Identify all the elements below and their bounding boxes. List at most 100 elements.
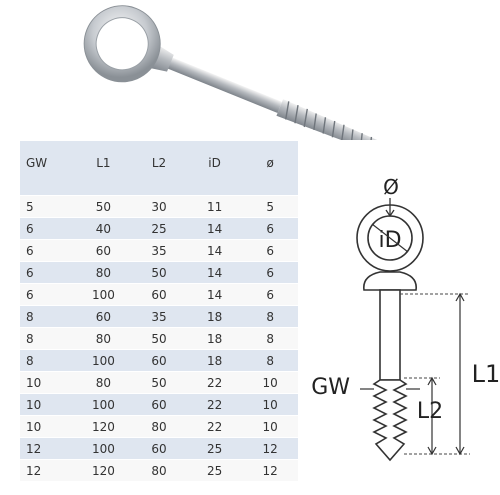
inner-diameter-arrow [371,223,409,253]
header-gw: GW [20,141,76,196]
collar [363,271,417,291]
cell-l2: 50 [131,327,187,350]
cell-l1: 80 [75,327,132,350]
cell-gw: 12 [20,459,76,482]
cell-l1: 80 [75,261,132,284]
cell-gw: 5 [20,195,76,218]
cell-id: 22 [186,415,243,438]
cell-id: 18 [186,349,243,372]
cell-diameter: 10 [242,415,298,438]
shank [379,289,401,381]
table-header-row: GW L1 L2 iD ø [20,141,298,196]
cell-l2: 25 [131,217,187,240]
table-row: 6 60 35 14 6 [20,239,298,262]
cell-l1: 100 [75,393,132,416]
cell-l2: 60 [131,283,187,306]
cell-diameter: 6 [242,217,298,240]
cell-gw: 8 [20,349,76,372]
cell-diameter: 6 [242,239,298,262]
table-row: 6 40 25 14 6 [20,217,298,240]
cell-gw: 10 [20,415,76,438]
table-row: 12 100 60 25 12 [20,437,298,460]
cell-diameter: 10 [242,393,298,416]
header-l2: L2 [131,141,187,196]
cell-gw: 6 [20,239,76,262]
table-row: 10 80 50 22 10 [20,371,298,394]
cell-l1: 50 [75,195,132,218]
cell-id: 25 [186,437,243,460]
cell-l1: 60 [75,239,132,262]
header-id: iD [186,141,243,196]
diameter-label: Ø [383,175,399,199]
cell-id: 11 [186,195,243,218]
cell-gw: 12 [20,437,76,460]
arrow-head [455,446,465,456]
cell-id: 25 [186,459,243,482]
table-row: 5 50 30 11 5 [20,195,298,218]
cell-id: 14 [186,261,243,284]
cell-id: 22 [186,393,243,416]
spec-table: GW L1 L2 iD ø 5 50 30 11 5 6 40 25 14 6 … [20,141,298,482]
cell-l2: 50 [131,261,187,284]
cell-l1: 80 [75,371,132,394]
cell-id: 14 [186,283,243,306]
cell-gw: 8 [20,305,76,328]
table-row: 12 120 80 25 12 [20,459,298,482]
cell-l2: 80 [131,415,187,438]
cell-l2: 30 [131,195,187,218]
cell-gw: 8 [20,327,76,350]
cell-l2: 60 [131,393,187,416]
cell-diameter: 12 [242,459,298,482]
cell-id: 14 [186,217,243,240]
threaded-section [372,379,408,462]
cell-l1: 100 [75,283,132,306]
cell-diameter: 5 [242,195,298,218]
cell-gw: 6 [20,261,76,284]
cell-diameter: 8 [242,305,298,328]
cell-l2: 80 [131,459,187,482]
cell-l2: 50 [131,371,187,394]
cell-diameter: 6 [242,261,298,284]
table-row: 8 80 50 18 8 [20,327,298,350]
cell-diameter: 8 [242,349,298,372]
cell-gw: 10 [20,371,76,394]
table-row: 6 80 50 14 6 [20,261,298,284]
header-diameter: ø [242,141,298,196]
table-row: 8 100 60 18 8 [20,349,298,372]
cell-id: 18 [186,305,243,328]
thread-label: GW [311,375,350,400]
table-row: 10 120 80 22 10 [20,415,298,438]
cell-l1: 100 [75,349,132,372]
arrow-head [427,376,437,386]
table-row: 6 100 60 14 6 [20,283,298,306]
cell-l2: 60 [131,437,187,460]
cell-id: 18 [186,327,243,350]
dimension-diagram: Ø iD GW L1 L2 [311,175,500,462]
total-length-label: L1 [472,360,500,388]
cell-l1: 40 [75,217,132,240]
cell-id: 22 [186,371,243,394]
cell-l2: 35 [131,239,187,262]
cell-diameter: 8 [242,327,298,350]
cell-l2: 60 [131,349,187,372]
table-row: 10 100 60 22 10 [20,393,298,416]
thread-length-label: L2 [417,399,443,424]
eye-screw-photo [83,5,405,140]
arrow-head [385,209,395,218]
cell-diameter: 12 [242,437,298,460]
cell-l1: 120 [75,415,132,438]
cell-gw: 10 [20,393,76,416]
cell-id: 14 [186,239,243,262]
cell-l2: 35 [131,305,187,328]
header-l1: L1 [75,141,132,196]
cell-l1: 120 [75,459,132,482]
cell-l1: 60 [75,305,132,328]
cell-gw: 6 [20,217,76,240]
cell-l1: 100 [75,437,132,460]
arrow-head [427,446,437,456]
cell-diameter: 6 [242,283,298,306]
table-row: 8 60 35 18 8 [20,305,298,328]
cell-gw: 6 [20,283,76,306]
arrow-head [455,292,465,302]
cell-diameter: 10 [242,371,298,394]
